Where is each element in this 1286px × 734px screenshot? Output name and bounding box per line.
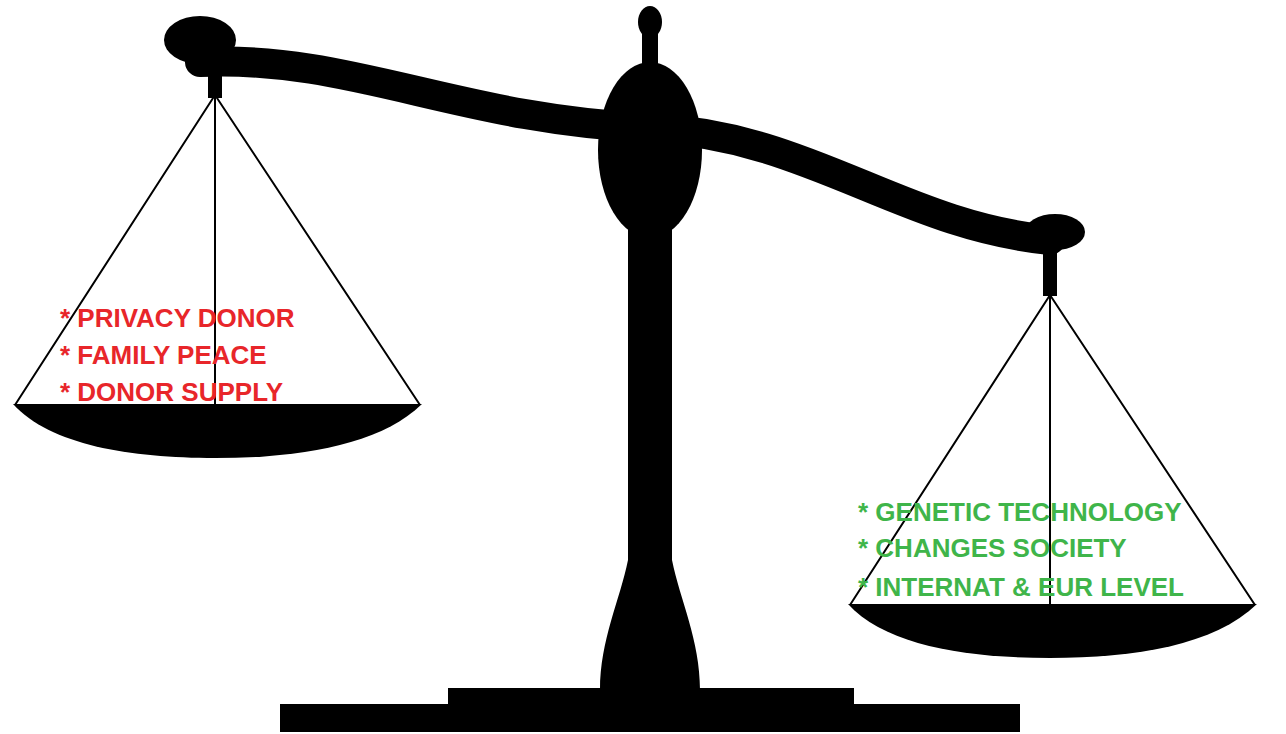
pan-label: * DONOR SUPPLY [60, 377, 283, 407]
scale-beam [200, 61, 1050, 240]
pan-string [850, 295, 1255, 605]
pan-label: * FAMILY PEACE [60, 340, 267, 370]
scale-foot [600, 560, 700, 690]
scale-finial [638, 6, 662, 38]
pan-hook [1043, 250, 1057, 296]
pan-label: * GENETIC TECHNOLOGY [858, 497, 1182, 527]
scale-pan [13, 404, 422, 458]
scale-column [628, 200, 672, 570]
scale-pan [848, 604, 1257, 658]
scale-base [280, 704, 1020, 732]
beam-end [164, 16, 236, 64]
pan-hook [208, 70, 222, 98]
scale-pivot [598, 62, 702, 238]
scale-step [448, 688, 854, 706]
pan-strings [15, 95, 1255, 605]
pan-string [15, 95, 420, 405]
pan-label: * PRIVACY DONOR [60, 303, 295, 333]
pan-label: * INTERNAT & EUR LEVEL [858, 572, 1184, 602]
pan-label: * CHANGES SOCIETY [858, 533, 1127, 563]
beam-end [1025, 214, 1085, 250]
